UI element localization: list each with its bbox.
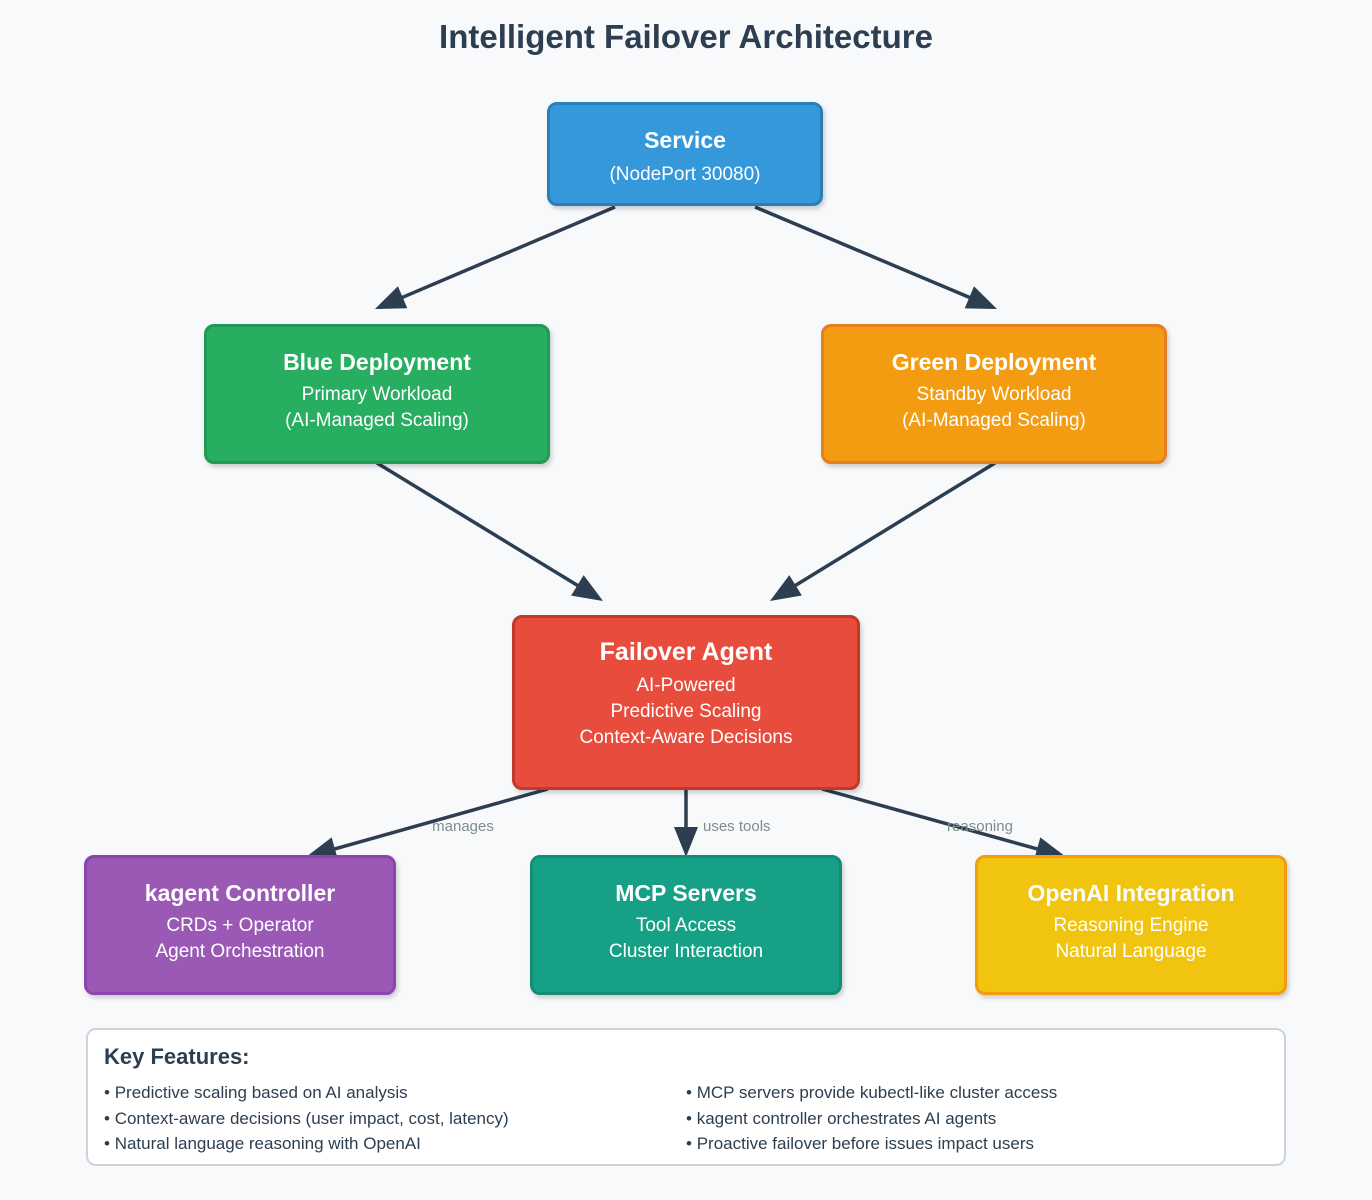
node-line: Cluster Interaction xyxy=(608,941,764,962)
edge-service-to-blue xyxy=(400,205,616,300)
features-list-left: Predictive scaling based on AI analysis … xyxy=(104,1080,509,1157)
failover-agent-node: Failover Agent AI-Powered Predictive Sca… xyxy=(512,615,860,790)
arrowhead-agent-to-mcp xyxy=(674,827,698,857)
arrowhead-service-to-green xyxy=(964,286,997,309)
feature-item: MCP servers provide kubectl-like cluster… xyxy=(686,1080,1058,1106)
node-line: Natural Language xyxy=(1055,941,1207,962)
node-line: CRDs + Operator xyxy=(166,915,314,936)
node-title: MCP Servers xyxy=(615,880,757,906)
arrowhead-service-to-blue xyxy=(375,286,408,309)
node-title: kagent Controller xyxy=(144,880,336,906)
feature-item: Natural language reasoning with OpenAI xyxy=(104,1131,509,1157)
arrowhead-agent-to-kagent xyxy=(306,837,339,861)
node-line: Predictive Scaling xyxy=(610,701,762,722)
edge-label-mcp: uses tools xyxy=(703,818,771,835)
node-title: Blue Deployment xyxy=(283,349,471,375)
diagram-title: Intelligent Failover Architecture xyxy=(439,18,933,55)
edge-blue-to-agent xyxy=(376,461,581,588)
edge-service-to-green xyxy=(754,205,972,300)
node-title: Failover Agent xyxy=(599,638,773,666)
edge-label-openai: reasoning xyxy=(947,818,1013,835)
node-line: AI-Powered xyxy=(636,675,736,696)
feature-item: Proactive failover before issues impact … xyxy=(686,1131,1057,1157)
key-features-title: Key Features: xyxy=(104,1044,250,1069)
edge-agent-to-kagent xyxy=(332,787,549,852)
green-deployment-node: Green Deployment Standby Workload (AI-Ma… xyxy=(821,324,1167,464)
edge-green-to-agent xyxy=(792,461,996,588)
arrowhead-green-to-agent xyxy=(770,575,802,601)
node-line: (NodePort 30080) xyxy=(609,164,761,185)
openai-integration-node: OpenAI Integration Reasoning Engine Natu… xyxy=(975,855,1287,995)
node-title: OpenAI Integration xyxy=(1027,880,1235,906)
node-line: Reasoning Engine xyxy=(1053,915,1209,936)
kagent-controller-node: kagent Controller CRDs + Operator Agent … xyxy=(84,855,396,995)
node-line: Agent Orchestration xyxy=(155,941,325,962)
feature-item: Context-aware decisions (user impact, co… xyxy=(104,1106,509,1132)
node-line: Context-Aware Decisions xyxy=(579,727,793,748)
node-line: Tool Access xyxy=(635,915,737,936)
features-list-right: MCP servers provide kubectl-like cluster… xyxy=(686,1080,1058,1157)
node-title: Service xyxy=(644,127,726,153)
node-line: (AI-Managed Scaling) xyxy=(285,410,469,431)
node-line: Primary Workload xyxy=(301,384,453,405)
arrowhead-blue-to-agent xyxy=(571,575,603,601)
edge-agent-to-openai xyxy=(821,787,1040,852)
mcp-servers-node: MCP Servers Tool Access Cluster Interact… xyxy=(530,855,842,995)
edge-label-kagent: manages xyxy=(432,818,494,835)
arrowhead-agent-to-openai xyxy=(1033,837,1066,861)
service-node: Service (NodePort 30080) xyxy=(547,102,823,206)
key-features-panel: Key Features: Predictive scaling based o… xyxy=(86,1028,1286,1166)
feature-item: kagent controller orchestrates AI agents xyxy=(686,1106,1057,1132)
node-title: Green Deployment xyxy=(891,349,1097,375)
blue-deployment-node: Blue Deployment Primary Workload (AI-Man… xyxy=(204,324,550,464)
feature-item: Predictive scaling based on AI analysis xyxy=(104,1080,509,1106)
node-line: (AI-Managed Scaling) xyxy=(902,410,1086,431)
node-line: Standby Workload xyxy=(916,384,1072,405)
